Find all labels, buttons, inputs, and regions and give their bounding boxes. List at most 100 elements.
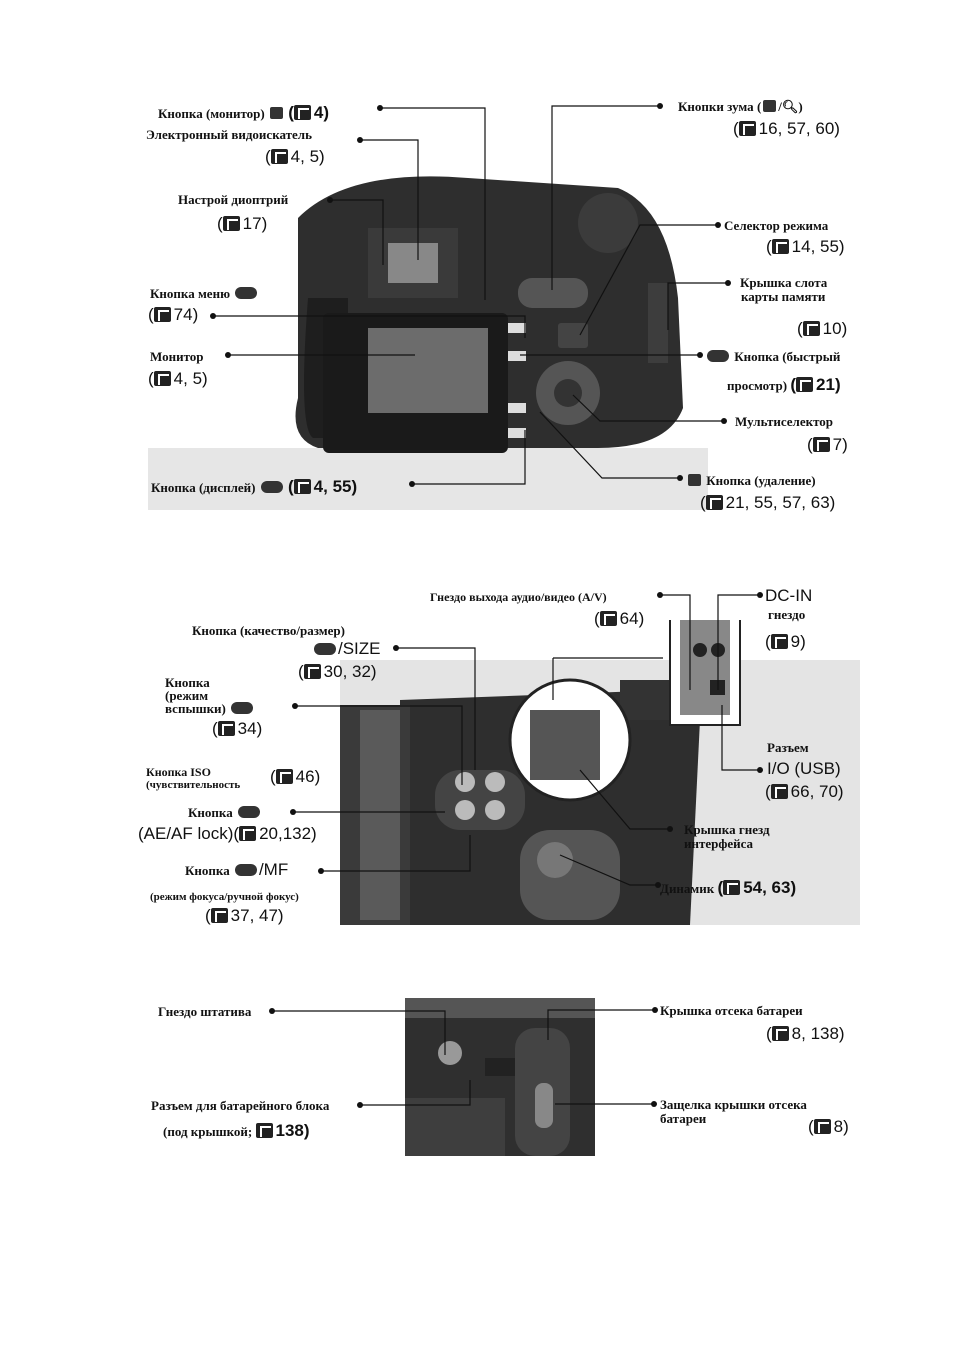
quality-size-label: /SIZE [312,640,381,658]
ref-text: 21, 55, 57, 63) [725,493,836,512]
lock-button-label: Кнопка [188,806,262,820]
dcin-label-2: гнездо [768,607,806,622]
speaker-text: Динамик [660,881,715,896]
card-cover-label-1: Крышка слота [740,275,828,290]
book-icon [275,769,293,784]
book-icon [812,437,830,452]
book-icon [293,105,311,120]
thumbnail-icon [763,100,777,112]
book-icon [802,321,820,336]
book-icon [723,880,741,895]
menu-button-label: Кнопка меню [150,287,259,301]
quick-review-label-2: просмотр) (21) [727,376,841,394]
book-icon [705,495,723,510]
monitor-ref: (4, 5) [148,369,208,388]
book-icon [796,377,814,392]
multiselector-label: Мультиселектор [735,414,834,429]
book-icon [738,121,756,136]
focus-icon [234,864,257,876]
focus-label-2: (режим фокуса/ручной фокус) [150,891,299,903]
delete-button-text: Кнопка (удаление) [706,473,816,488]
focus-ref: (37, 47) [205,906,284,925]
ref-text: 14, 55) [791,237,845,256]
quick-review-ref: (21) [790,375,841,394]
monitor-label: Монитор [150,349,204,364]
monitor-button-label: Кнопка (монитор) (4) [158,104,329,122]
card-cover-label-2: карты памяти [741,289,826,304]
ref-text: 8) [833,1117,849,1136]
book-icon [599,611,617,626]
evf-ref: (4, 5) [265,147,325,166]
iso-ref: (46) [270,767,321,786]
speaker-ref: (54, 63) [717,878,797,897]
lock-icon [237,806,260,818]
book-icon [222,216,240,231]
ref-text: 21) [816,375,841,394]
monitor-button-text: Кнопка (монитор) [158,106,265,121]
ae-af-text: (AE/AF lock)( [138,824,240,843]
quality-icon [314,643,336,655]
dcin-label-1: DC-IN [765,586,813,605]
ref-text: 30, 32) [323,662,377,681]
book-icon [210,908,228,923]
tripod-label: Гнездо штатива [158,1004,252,1019]
ref-text: 4, 55) [313,477,358,496]
zoom-buttons-text: Кнопки зума [678,99,754,114]
flash-icon [231,702,254,714]
flash-ref: (34) [212,719,263,738]
delete-button-ref: (21, 55, 57, 63) [700,493,836,512]
battery-cover-ref: (8, 138) [766,1024,845,1043]
book-icon [770,784,788,799]
ref-text: 17) [242,214,268,233]
ref-text: 8, 138) [791,1024,845,1043]
ref-text: 54, 63) [743,878,797,897]
lock-button-text: Кнопка [188,805,233,820]
book-icon [153,371,171,386]
battery-connector-text: (под крышкой; [163,1124,253,1139]
lock-ref: (AE/AF lock)( 20,132) [138,825,317,843]
ref-text: 138) [275,1121,310,1140]
book-icon [813,1119,831,1134]
flash-label-1: Кнопка [165,675,210,690]
book-icon [217,721,235,736]
menu-icon [235,287,258,299]
av-jack-label: Гнездо выхода аудио/видео (A/V) [430,590,607,604]
flash-label-3: вспышки) [165,702,255,716]
ref-text: 37, 47) [230,906,284,925]
zoom-buttons-label: Кнопки зума (/🔍︎) [678,99,803,114]
ref-text: 16, 57, 60) [758,119,840,138]
focus-button-label: Кнопка /MF [185,861,288,878]
focus-button-text: Кнопка [185,863,230,878]
book-icon [770,634,788,649]
display-button-ref: (4, 55) [288,477,358,496]
camera-bottom-photo [405,998,595,1156]
ref-text: 4) [313,103,330,122]
ref-text: 20,132) [259,824,317,843]
battery-connector-label-2: (под крышкой; 138) [163,1122,310,1140]
ref-text: 64) [619,609,645,628]
ref-text: 46) [295,767,321,786]
ref-text: 66, 70) [790,782,844,801]
battery-connector-label-1: Разъем для батарейного блока [151,1098,330,1113]
quick-review-label-1: Кнопка (быстрый [705,350,840,364]
menu-button-text: Кнопка меню [150,286,230,301]
monitor-icon [269,107,283,119]
speaker-label: Динамик (54, 63) [660,879,796,897]
iso-label-2: (чувствительность [146,779,241,791]
usb-label-1: Разъем [767,740,809,755]
quick-review-icon [707,350,729,362]
battery-latch-label-1: Защелка крышки отсека [660,1097,807,1112]
ref-text: 74) [173,305,199,324]
av-jack-ref: (64) [594,609,645,628]
quick-review-text: Кнопка (быстрый [734,349,841,364]
flash-text: вспышки) [165,701,226,716]
display-button-label: Кнопка (дисплей) (4, 55) [151,478,357,496]
interface-cover-label-2: интерфейса [684,836,754,851]
battery-latch-label-2: батареи [660,1111,707,1126]
display-icon [260,481,283,493]
battery-connector-ref: 138) [255,1121,310,1140]
trash-icon [688,474,701,486]
multiselector-ref: (7) [807,435,848,454]
mode-selector-label: Селектор режима [724,218,829,233]
